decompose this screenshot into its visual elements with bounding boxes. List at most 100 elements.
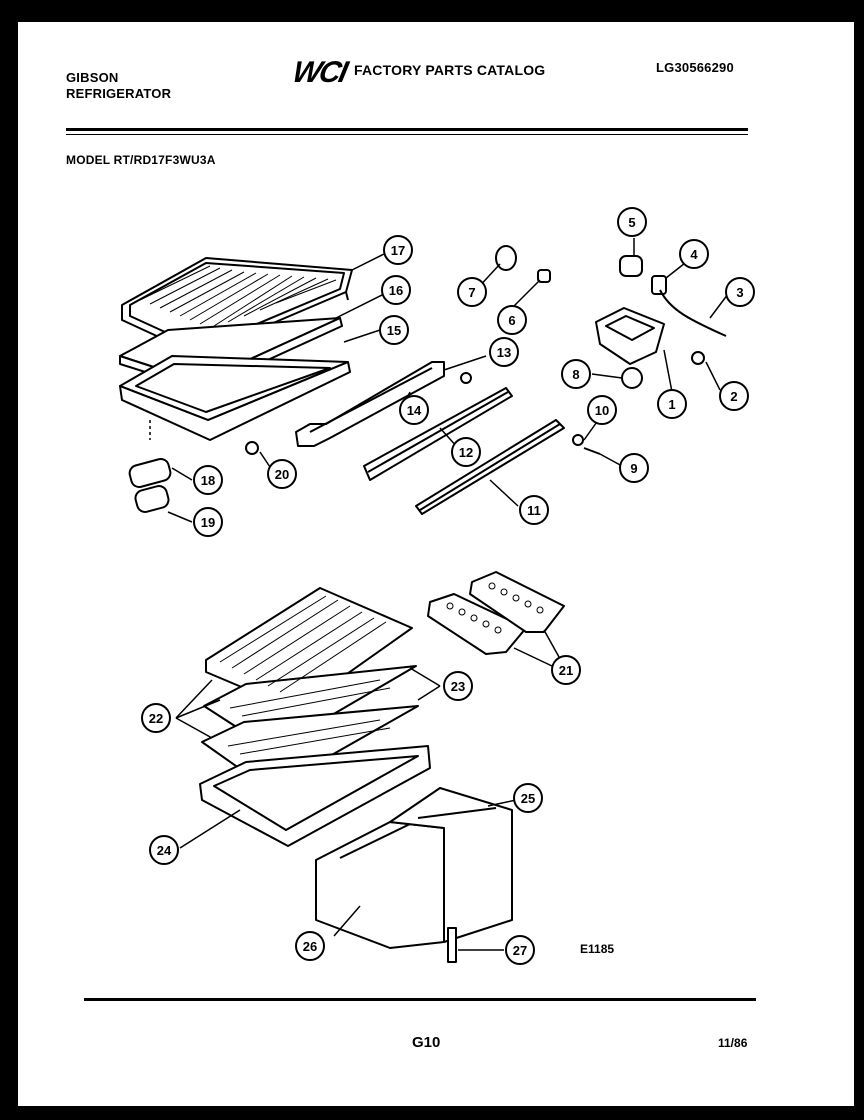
callout-23: 23 (443, 671, 473, 701)
callout-circle (679, 239, 709, 269)
callout-number: 13 (497, 345, 511, 360)
callout-circle (141, 703, 171, 733)
appliance-type: REFRIGERATOR (66, 86, 172, 101)
callout-number: 18 (201, 473, 215, 488)
callout-number: 3 (736, 285, 743, 300)
callout-circle (193, 507, 223, 537)
callout-circle (457, 277, 487, 307)
page-number: G10 (412, 1034, 441, 1051)
callout-20: 20 (267, 459, 297, 489)
brand-name: GIBSON (66, 70, 119, 85)
callout-group: 1234567891011121314151617181920212223242… (141, 207, 755, 965)
callout-2: 2 (719, 381, 749, 411)
callout-number: 20 (275, 467, 289, 482)
callout-number: 14 (407, 403, 422, 418)
callout-number: 23 (451, 679, 465, 694)
callout-circle (657, 389, 687, 419)
callout-14: 14 (399, 395, 429, 425)
callout-13: 13 (489, 337, 519, 367)
callout-circle (725, 277, 755, 307)
callout-circle (451, 437, 481, 467)
callout-circle (399, 395, 429, 425)
callout-27: 27 (505, 935, 535, 965)
callout-circle (443, 671, 473, 701)
catalog-title: FACTORY PARTS CATALOG (354, 62, 546, 78)
rail-part (415, 419, 565, 515)
callout-number: 25 (521, 791, 535, 806)
callout-circle (193, 465, 223, 495)
callout-circle (267, 459, 297, 489)
clip-part (128, 372, 601, 513)
callout-number: 17 (391, 243, 405, 258)
callout-circle (379, 315, 409, 345)
callout-number: 6 (508, 313, 515, 328)
callout-circle (295, 931, 325, 961)
callout-22: 22 (141, 703, 171, 733)
callout-circle (617, 207, 647, 237)
callout-8: 8 (561, 359, 591, 389)
callout-number: 1 (668, 397, 675, 412)
callout-number: 9 (630, 461, 637, 476)
callout-number: 16 (389, 283, 403, 298)
rail-part (295, 361, 445, 447)
callout-circle (513, 783, 543, 813)
callout-circle (519, 495, 549, 525)
callout-11: 11 (519, 495, 549, 525)
print-date: 11/86 (718, 1036, 748, 1050)
callout-number: 27 (513, 943, 527, 958)
callout-circle (149, 835, 179, 865)
callout-19: 19 (193, 507, 223, 537)
callout-10: 10 (587, 395, 617, 425)
callout-21: 21 (551, 655, 581, 685)
brand-block: GIBSON REFRIGERATOR (66, 70, 171, 102)
callout-number: 11 (527, 503, 541, 518)
callout-7: 7 (457, 277, 487, 307)
callout-18: 18 (193, 465, 223, 495)
callout-15: 15 (379, 315, 409, 345)
callout-1: 1 (657, 389, 687, 419)
header-rule-thin (66, 134, 748, 135)
callout-number: 2 (730, 389, 737, 404)
model-number: MODEL RT/RD17F3WU3A (66, 153, 216, 167)
callout-number: 21 (559, 663, 573, 678)
drawer-frame-part (199, 745, 431, 847)
callout-number: 12 (459, 445, 473, 460)
callout-circle (561, 359, 591, 389)
callout-26: 26 (295, 931, 325, 961)
callout-number: 7 (468, 285, 475, 300)
callout-number: 8 (572, 367, 579, 382)
callout-24: 24 (149, 835, 179, 865)
callout-circle (587, 395, 617, 425)
diagram-code: E1185 (580, 942, 615, 956)
callout-6: 6 (497, 305, 527, 335)
callout-5: 5 (617, 207, 647, 237)
callout-number: 26 (303, 939, 317, 954)
callout-circle (619, 453, 649, 483)
catalog-number: LG30566290 (656, 60, 734, 75)
callout-number: 22 (149, 711, 163, 726)
callout-circle (381, 275, 411, 305)
callout-4: 4 (679, 239, 709, 269)
callout-17: 17 (383, 235, 413, 265)
callout-circle (383, 235, 413, 265)
crisper-drawer-part (315, 787, 513, 949)
callout-circle (719, 381, 749, 411)
screw-part (447, 927, 457, 963)
callout-16: 16 (381, 275, 411, 305)
callout-number: 15 (387, 323, 401, 338)
callout-number: 5 (628, 215, 635, 230)
callout-9: 9 (619, 453, 649, 483)
callout-number: 24 (157, 843, 172, 858)
callout-circle (489, 337, 519, 367)
callout-number: 10 (595, 403, 609, 418)
callout-circle (551, 655, 581, 685)
callout-25: 25 (513, 783, 543, 813)
callout-circle (505, 935, 535, 965)
rail-part (363, 387, 513, 481)
shelf-frame-part (119, 355, 351, 441)
header-rule (66, 128, 748, 131)
ice-tray-part (427, 571, 565, 655)
callout-12: 12 (451, 437, 481, 467)
callout-circle (497, 305, 527, 335)
